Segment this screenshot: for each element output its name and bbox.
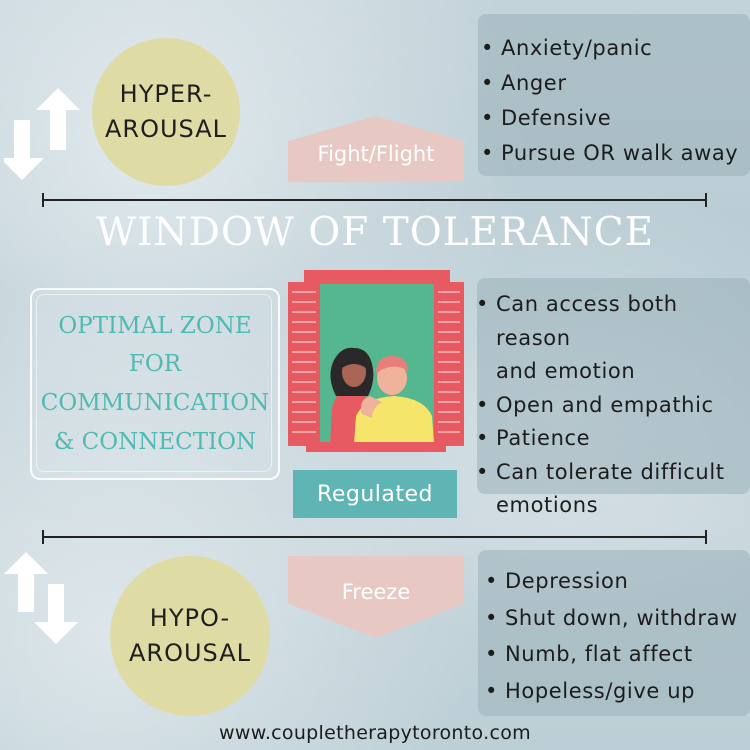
list-item: Numb, flat affect bbox=[483, 636, 738, 673]
fight-flight-label: Fight/Flight bbox=[317, 142, 435, 166]
optimal-line4: & CONNECTION bbox=[53, 428, 257, 455]
optimal-zone-inner-border bbox=[36, 294, 272, 472]
couple-window-illustration bbox=[288, 270, 464, 452]
up-down-arrows-icon bbox=[4, 88, 80, 180]
lower-threshold-tick-right bbox=[705, 530, 707, 544]
hypo-label-line2: AROUSAL bbox=[128, 639, 252, 667]
upper-threshold-line bbox=[42, 199, 707, 201]
optimal-zone-box: OPTIMAL ZONE FOR COMMUNICATION & CONNECT… bbox=[30, 288, 280, 480]
list-item: Patience bbox=[474, 422, 750, 456]
optimal-traits-list: Can access both reason and emotion Open … bbox=[474, 288, 750, 523]
list-item: Open and empathic bbox=[474, 389, 750, 423]
left-shutter bbox=[288, 282, 320, 446]
optimal-line3: COMMUNICATION bbox=[40, 390, 270, 416]
list-item: Shut down, withdraw bbox=[483, 600, 738, 637]
list-item: Can tolerate difficult emotions bbox=[474, 456, 750, 523]
up-down-arrows-icon bbox=[4, 552, 78, 644]
lower-threshold-line bbox=[42, 536, 707, 538]
list-item: Pursue OR walk away bbox=[479, 136, 738, 171]
hyper-label-line2: AROUSAL bbox=[104, 115, 228, 143]
list-item: Anxiety/panic bbox=[479, 31, 738, 66]
man-figure bbox=[354, 356, 434, 444]
right-shutter bbox=[434, 282, 464, 446]
upper-threshold-tick-right bbox=[705, 193, 707, 207]
hypo-symptoms-list: Depression Shut down, withdraw Numb, fla… bbox=[483, 563, 738, 709]
optimal-line1: OPTIMAL ZONE bbox=[58, 312, 252, 339]
optimal-line2: FOR bbox=[128, 351, 182, 378]
website-url: www.coupletherapytoronto.com bbox=[219, 722, 531, 744]
regulated-label: Regulated bbox=[293, 470, 457, 518]
list-item: Hopeless/give up bbox=[483, 673, 738, 710]
hyper-arousal-circle: HYPER- AROUSAL bbox=[92, 38, 240, 186]
list-item: Anger bbox=[479, 66, 738, 101]
lower-threshold-tick-left bbox=[42, 530, 44, 544]
upper-threshold-tick-left bbox=[42, 193, 44, 207]
hyper-symptoms-list: Anxiety/panic Anger Defensive Pursue OR … bbox=[479, 31, 738, 171]
list-item: Can access both reason and emotion bbox=[474, 288, 750, 389]
list-item: Defensive bbox=[479, 101, 738, 136]
hypo-label-line1: HYPO- bbox=[149, 604, 231, 633]
hyper-label-line1: HYPER- bbox=[119, 80, 213, 109]
page-title: WINDOW OF TOLERANCE bbox=[95, 210, 655, 255]
list-item: Depression bbox=[483, 563, 738, 600]
hypo-arousal-circle: HYPO- AROUSAL bbox=[110, 556, 270, 716]
freeze-label: Freeze bbox=[341, 580, 411, 604]
